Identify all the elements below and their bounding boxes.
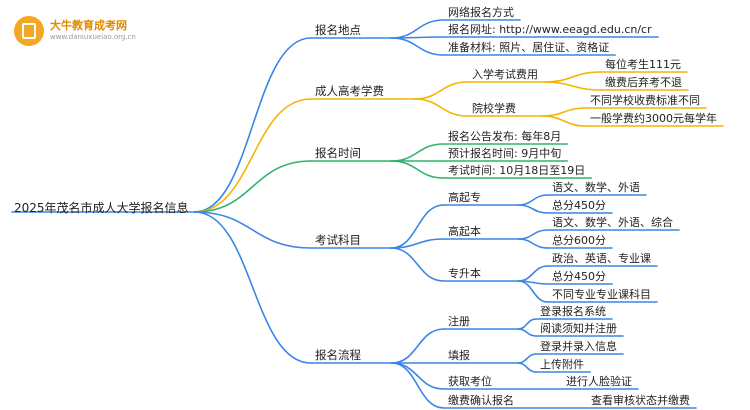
leaf-node: 登录报名系统	[540, 304, 606, 318]
leaf-node: 报名公告发布: 每年8月	[448, 129, 561, 143]
connector-edge	[390, 362, 445, 409]
logo-url: www.daniuxueiao.org.cn	[50, 33, 136, 41]
root-node: 2025年茂名市成人大学报名信息	[14, 200, 189, 215]
connector-edge	[517, 353, 537, 364]
leaf-node: 报名网址: http://www.eeagd.edu.cn/cr	[448, 22, 652, 36]
connector-edge	[517, 229, 549, 240]
leaf-node: 查看审核状态并缴费	[591, 393, 690, 407]
leaf-node: 上传附件	[540, 357, 584, 371]
connector-edge	[517, 280, 549, 303]
connector-edge	[517, 204, 549, 214]
sub-node: 注册	[448, 314, 470, 328]
leaf-node: 总分450分	[552, 269, 606, 283]
connector-edge	[193, 98, 312, 213]
leaf-node: 政治、英语、专业课	[552, 251, 651, 265]
connector-edge	[413, 81, 469, 100]
sub-node: 填报	[448, 348, 470, 362]
leaf-node: 一般学费约3000元每学年	[590, 111, 717, 125]
branch-node: 报名地点	[315, 23, 361, 37]
leaf-node: 语文、数学、外语、综合	[552, 215, 673, 229]
sub-node: 院校学费	[472, 101, 516, 115]
connector-edge	[390, 37, 445, 56]
connector-edge	[390, 204, 445, 249]
connector-edge	[193, 37, 312, 213]
logo-title: 大牛教育成考网	[50, 19, 127, 32]
connector-edge	[390, 247, 445, 282]
leaf-node: 总分450分	[552, 198, 606, 212]
leaf-node: 预计报名时间: 9月中旬	[448, 146, 561, 160]
connector-edge	[193, 160, 312, 213]
branch-node: 报名流程	[315, 348, 361, 362]
connector-edge	[543, 81, 602, 91]
leaf-node: 总分600分	[552, 233, 606, 247]
connector-edge	[517, 238, 549, 249]
leaf-node: 登录并录入信息	[540, 339, 617, 353]
book-icon	[14, 16, 44, 46]
sub-node: 缴费确认报名	[448, 393, 514, 407]
leaf-node: 网络报名方式	[448, 5, 514, 19]
leaf-node: 缴费后弃考不退	[605, 75, 682, 89]
branch-node: 报名时间	[315, 146, 361, 160]
connector-edge	[517, 194, 549, 206]
leaf-node: 阅读须知并注册	[540, 321, 617, 335]
sub-node: 专升本	[448, 266, 481, 280]
connector-edge	[390, 328, 445, 364]
branch-node: 考试科目	[315, 233, 361, 247]
connector-edge	[541, 107, 587, 117]
leaf-node: 每位考生111元	[605, 57, 681, 71]
sub-node: 高起本	[448, 224, 481, 238]
sub-node: 高起专	[448, 190, 481, 204]
connector-edge	[517, 318, 537, 330]
connector-edge	[543, 71, 602, 83]
connector-edge	[390, 238, 445, 249]
connector-edge	[390, 19, 445, 39]
sub-node: 入学考试费用	[472, 67, 538, 81]
connector-edge	[517, 328, 537, 337]
leaf-node: 考试时间: 10月18日至19日	[448, 164, 585, 177]
leaf-node: 语文、数学、外语	[552, 180, 640, 194]
connector-edge	[517, 362, 537, 373]
connector-edge	[193, 211, 312, 364]
connector-edge	[193, 211, 312, 249]
connector-edge	[413, 98, 469, 117]
branch-node: 成人高考学费	[315, 84, 384, 98]
connector-edge	[390, 143, 445, 162]
leaf-node: 进行人脸验证	[566, 374, 632, 388]
connector-edge	[390, 160, 445, 179]
leaf-node: 不同学校收费标准不同	[590, 93, 700, 107]
site-logo: 大牛教育成考网 www.daniuxueiao.org.cn	[14, 14, 174, 48]
leaf-node: 准备材料: 照片、居住证、资格证	[448, 40, 609, 54]
connector-edge	[541, 115, 587, 127]
leaf-node: 不同专业专业课科目	[552, 287, 651, 301]
mindmap-edges	[11, 19, 724, 409]
connector-edge	[517, 265, 549, 282]
sub-node: 获取考位	[448, 374, 492, 388]
